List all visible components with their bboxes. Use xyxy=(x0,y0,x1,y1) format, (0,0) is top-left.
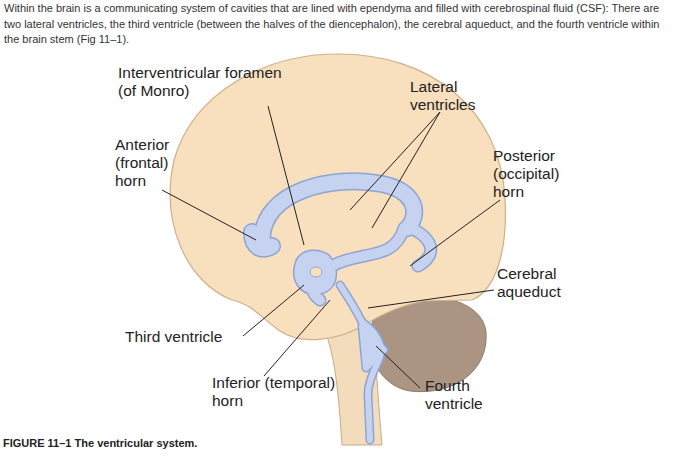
part-label: Cerebral aqueduct xyxy=(497,265,581,301)
part-label: Third ventricle xyxy=(125,328,255,346)
part-label: Anterior (frontal) horn xyxy=(115,136,189,190)
part-label: Interventricular foramen (of Monro) xyxy=(118,64,288,100)
ventricle-fill xyxy=(252,181,431,440)
interthalamic-adhesion xyxy=(310,267,322,277)
part-label: Lateral ventricles xyxy=(410,78,502,114)
body-text: Within the brain is a communicating syst… xyxy=(4,1,672,48)
part-label: Posterior (occipital) horn xyxy=(493,147,585,201)
part-label: Fourth ventricle xyxy=(425,377,505,413)
ventricle-outline xyxy=(252,181,431,440)
figure-caption: FIGURE 11–1 The ventricular system. xyxy=(3,437,663,449)
leader-lines xyxy=(162,106,500,388)
cerebrum xyxy=(170,54,505,340)
part-label: Inferior (temporal) horn xyxy=(212,374,352,410)
